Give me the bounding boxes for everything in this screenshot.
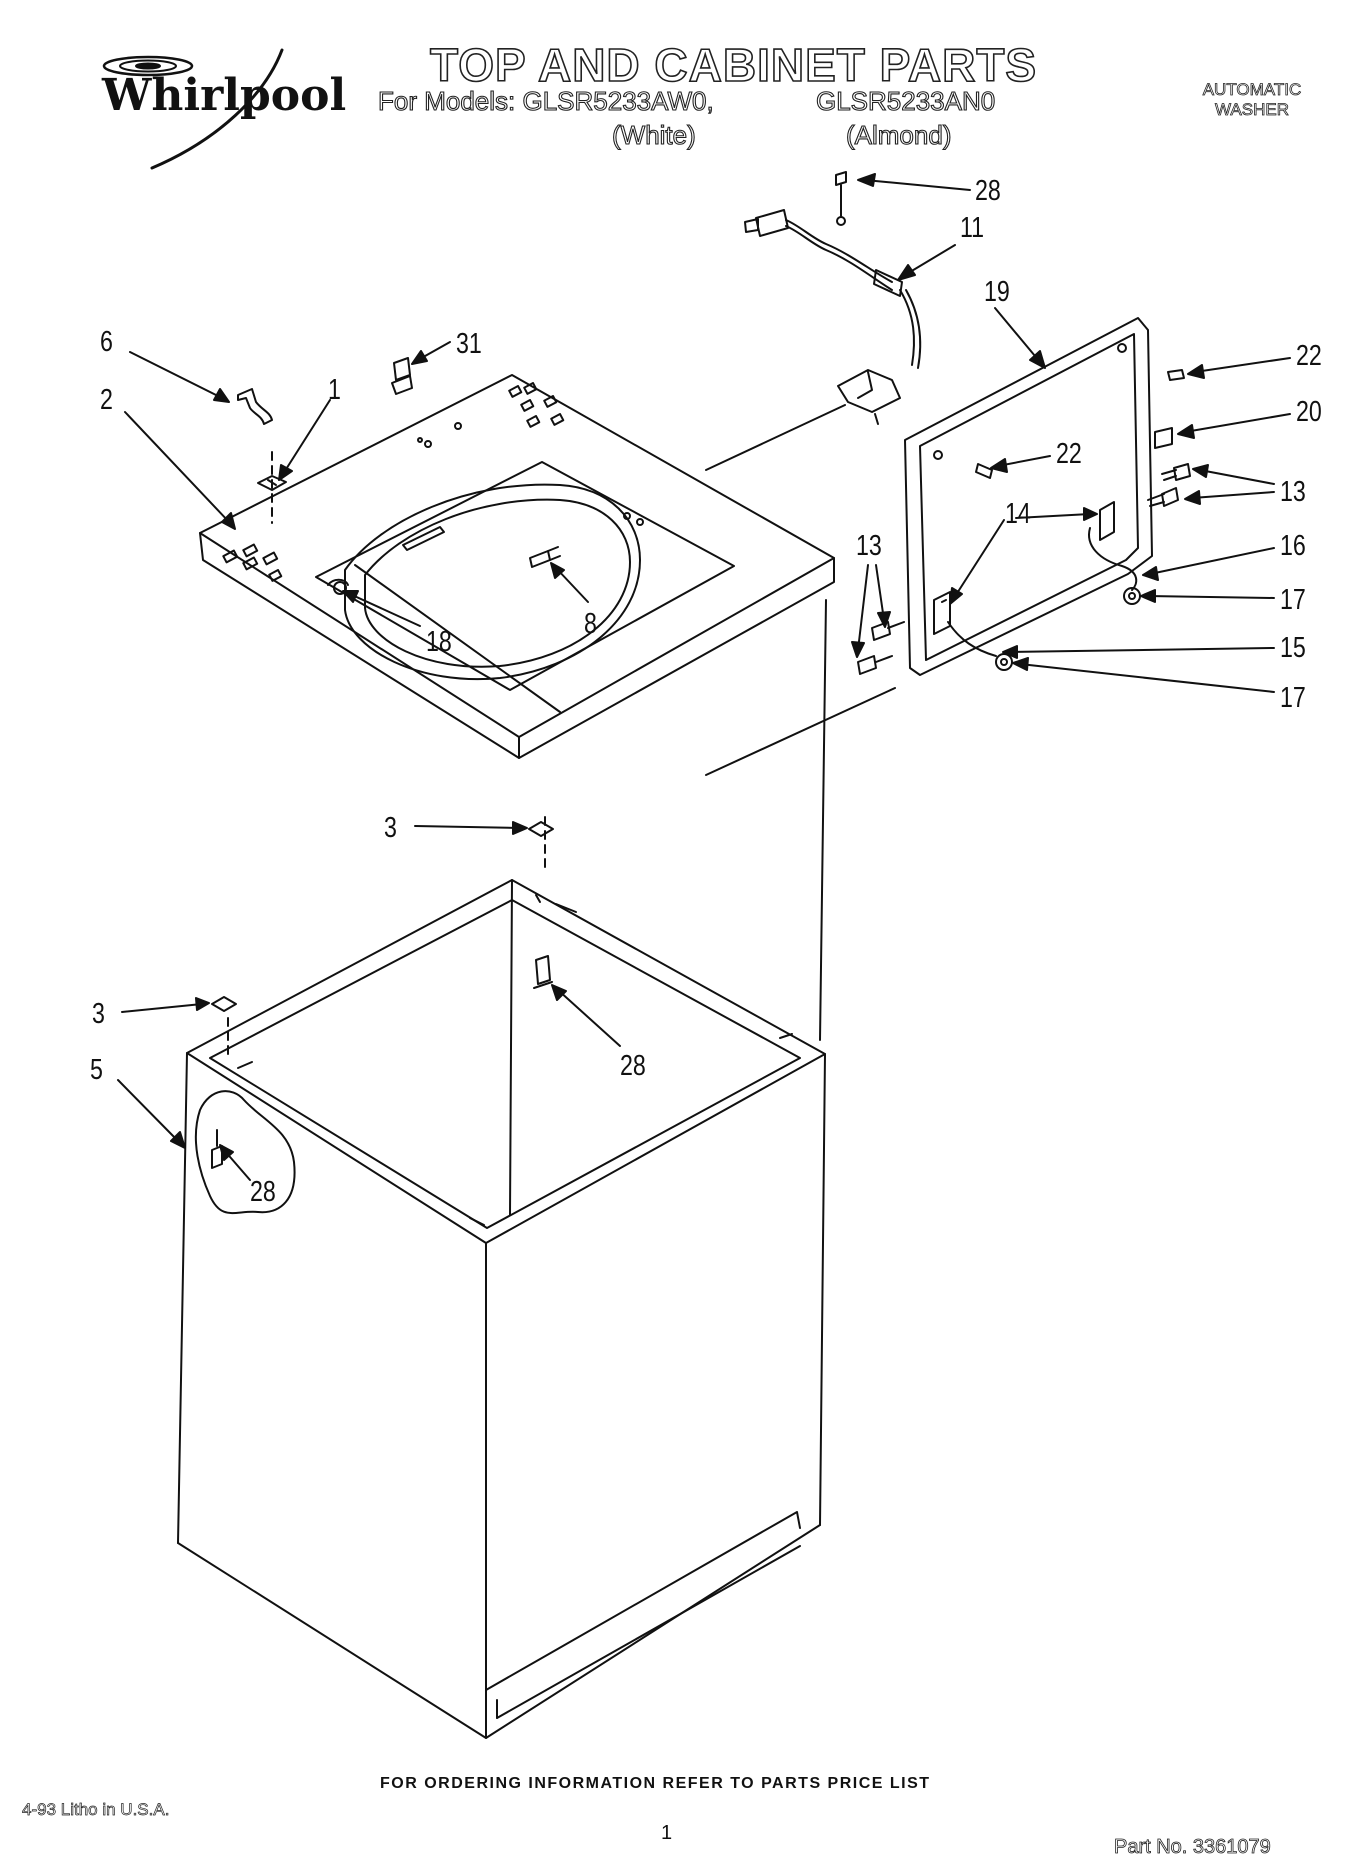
cabinet-part-5 [177,879,826,1739]
litho-imprint: 4-93 Litho in U.S.A. [22,1800,170,1820]
variant-white: (White) [611,119,696,150]
callout-1: 1 [328,374,341,406]
variant-almond: (Almond) [845,119,952,150]
product-type-label: AUTOMATIC WASHER [1182,80,1322,120]
callout-15: 15 [1280,632,1306,664]
callout-28-low: 28 [250,1176,276,1208]
callout-28-top: 28 [975,175,1001,207]
callout-8: 8 [584,608,597,640]
product-type-line-1: AUTOMATIC [1202,80,1302,100]
model-number-2: GLSR5233AN0 [815,85,996,116]
callout-3-top: 3 [384,812,397,844]
callout-22-inner: 22 [1056,438,1082,470]
callout-31: 31 [456,328,482,360]
product-type-line-2: WASHER [1215,100,1290,120]
clip-part-3-left [211,996,237,1012]
models-line: For Models: GLSR5233AW0, [377,85,714,116]
whirlpool-swirl-icon [102,48,284,170]
callout-20: 20 [1296,396,1322,428]
callout-5: 5 [90,1054,103,1086]
ordering-note: FOR ORDERING INFORMATION REFER TO PARTS … [380,1775,931,1792]
callout-19: 19 [984,276,1010,308]
top-lid-part-2 [199,374,835,759]
brand-logo-wordmark: Whirlpool [102,70,347,121]
part-number: Part No. 3361079 [1114,1836,1272,1859]
callout-13-right: 13 [1280,476,1306,508]
clip-part-1 [257,475,287,491]
screw-part-28-mid [533,955,553,989]
clip-part-3-top [528,821,554,837]
callout-16: 16 [1280,530,1306,562]
callout-18: 18 [426,626,452,658]
callout-28-mid: 28 [620,1050,646,1082]
bracket-part-31 [391,357,413,395]
clip-part-6 [237,388,273,425]
callout-14: 14 [1005,498,1031,530]
callout-2: 2 [100,384,113,416]
callout-6: 6 [100,326,113,358]
callout-22-right: 22 [1296,340,1322,372]
page-title: TOP AND CABINET PARTS [429,38,1038,92]
wire-harness-part-11 [744,209,922,425]
page-number: 1 [661,1822,673,1844]
callout-17-lower: 17 [1280,682,1306,714]
console-frame-part-19 [857,317,1191,676]
callout-13-left: 13 [856,530,882,562]
screw-part-28-top [835,171,847,226]
callout-3-left: 3 [92,998,105,1030]
callout-11: 11 [960,212,985,244]
callout-17-upper: 17 [1280,584,1306,616]
